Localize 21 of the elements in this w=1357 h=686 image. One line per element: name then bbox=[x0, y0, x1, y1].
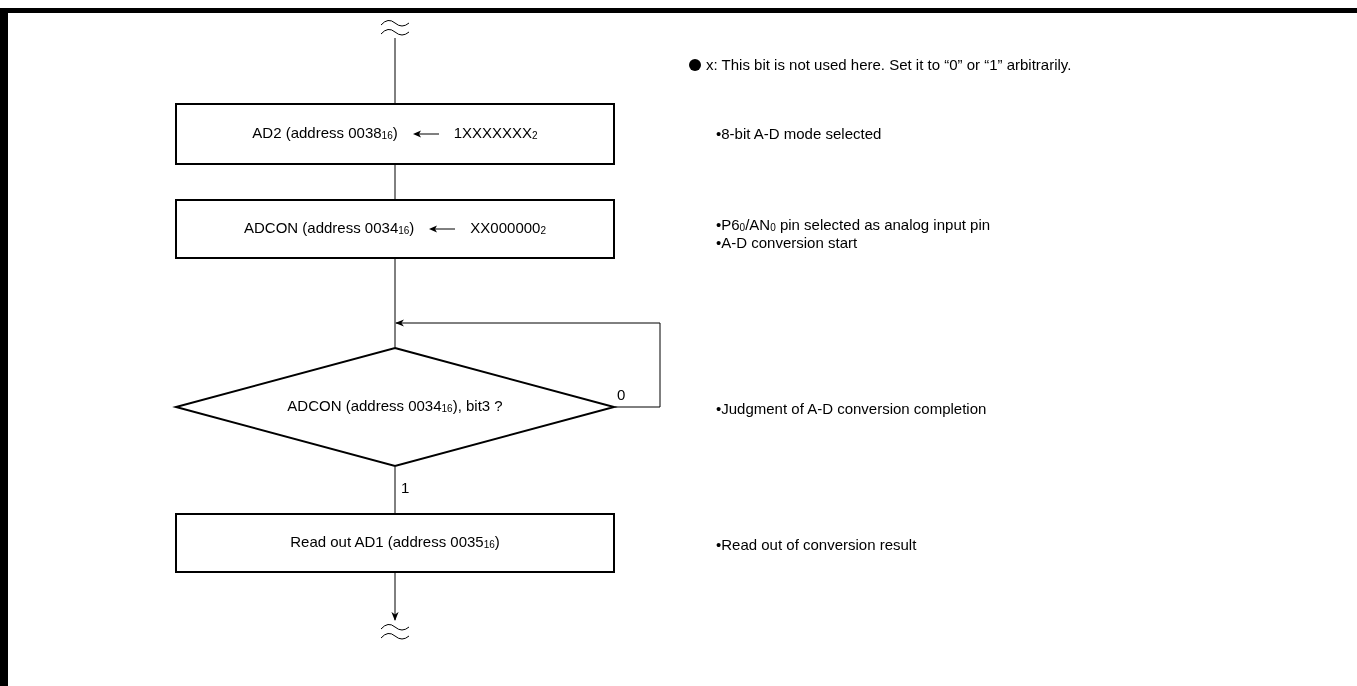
value-text: 1XXXXXXX$_{2}$ bbox=[453, 123, 538, 143]
connector-line bbox=[395, 319, 661, 408]
process-box bbox=[175, 199, 615, 259]
note-text: •Judgment of A-D conversion completion bbox=[716, 400, 987, 418]
node-text: Read out AD1 (address 0035$_{16}$) bbox=[290, 532, 500, 552]
connector-line bbox=[391, 572, 399, 621]
node-text: AD2 (address 0038$_{16}$) bbox=[252, 123, 398, 143]
connector-line bbox=[394, 466, 396, 514]
note-text: •8-bit A-D mode selected bbox=[716, 125, 882, 143]
node-text: ADCON (address 0034$_{16}$) bbox=[244, 218, 415, 238]
process-box bbox=[175, 103, 615, 165]
connector-line bbox=[394, 164, 396, 200]
note-text: •A-D conversion start bbox=[716, 234, 858, 252]
note-text: •Read out of conversion result bbox=[716, 536, 917, 554]
note-text: •P6$_{0}$/AN$_{0}$ pin selected as analog input pin bbox=[716, 216, 991, 235]
node-text: ADCON (address 0034$_{16}$), bit3 ? bbox=[287, 396, 503, 416]
process-box bbox=[175, 513, 615, 573]
connector-line bbox=[394, 37, 396, 104]
note-text: x: This bit is not used here. Set it to “0” or “1” arbitrarily. bbox=[706, 56, 1072, 74]
value-text: XX000000$_{2}$ bbox=[470, 218, 546, 238]
connector-line bbox=[394, 258, 396, 348]
